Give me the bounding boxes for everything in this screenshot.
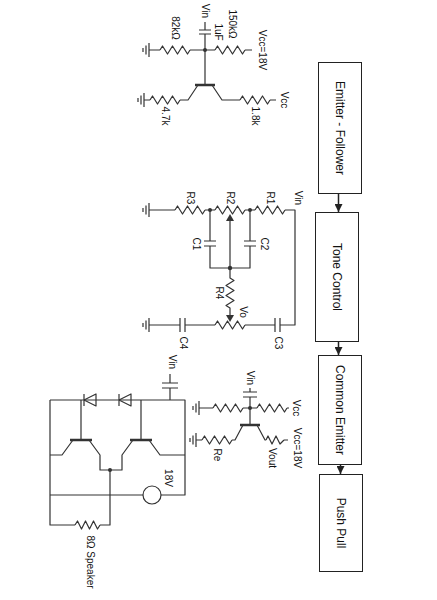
component-label: 18V <box>163 469 174 487</box>
transistor-base <box>70 439 152 442</box>
component-label: Vin <box>245 371 256 385</box>
component-label: R2 <box>225 192 236 205</box>
component-label: 1uF <box>213 23 224 40</box>
component-label: 82kΩ <box>170 16 181 40</box>
component-label: 1.8k <box>250 107 261 126</box>
resistor-symbol <box>202 436 232 444</box>
component-label: Vout <box>267 448 278 468</box>
component-label: Vin <box>200 4 211 18</box>
block-label: Push Pull <box>334 498 348 549</box>
wire <box>50 400 185 525</box>
resistor-symbol <box>175 206 205 214</box>
component-label: Vcc <box>291 400 302 417</box>
resistor-symbol <box>215 46 245 54</box>
component-label: Re <box>212 449 223 462</box>
component-label: R1 <box>265 192 276 205</box>
wire <box>155 210 295 325</box>
component-label: Vo <box>238 306 249 318</box>
component-label: 150kΩ <box>227 9 238 38</box>
flow-arrow <box>340 465 342 474</box>
resistor-symbol <box>160 46 190 54</box>
process-box: Push Pull <box>319 474 363 572</box>
ground-symbol <box>190 433 202 447</box>
resistor-symbol <box>257 404 287 412</box>
resistor-symbol <box>266 436 284 444</box>
component-label: R3 <box>185 192 196 205</box>
block-label: Tone Control <box>330 243 344 311</box>
capacitor-symbol <box>243 388 257 425</box>
potentiometer-symbol <box>215 206 245 214</box>
transistor-symbol <box>50 400 185 525</box>
component-label: C2 <box>259 238 270 251</box>
component-label: Vcc=18V <box>257 30 268 70</box>
block-label: Emitter - Follower <box>333 81 347 175</box>
junction-dot <box>248 406 252 410</box>
component-label: C3 <box>273 337 284 350</box>
process-box: Emitter - Follower <box>318 62 362 194</box>
component-label: 4.7k <box>160 107 171 126</box>
flow-arrow <box>338 194 340 212</box>
junction-dot <box>108 468 112 472</box>
component-label: Vcc <box>279 92 290 109</box>
component-label: C4 <box>178 337 189 350</box>
wiper <box>229 220 230 268</box>
capacitor-symbol <box>162 374 178 400</box>
ground-symbol <box>143 203 155 217</box>
wiper-arrow <box>226 315 234 322</box>
component-label: C1 <box>191 238 202 251</box>
battery-symbol <box>143 486 161 504</box>
resistor-symbol <box>150 96 180 104</box>
junction-dot <box>228 266 232 270</box>
transistor-base <box>195 84 215 87</box>
component-label: Vcc=18V <box>292 428 303 468</box>
transistor-symbol <box>232 425 288 440</box>
block-label: Common Emitter <box>333 365 347 455</box>
potentiometer-symbol <box>215 321 245 329</box>
resistor-symbol <box>213 404 243 412</box>
junction-dot <box>203 48 207 52</box>
resistor-symbol <box>255 206 285 214</box>
ground-symbol <box>138 93 150 107</box>
junction-dot <box>248 208 252 212</box>
component-label: Vin <box>293 191 304 205</box>
component-label: Vin <box>167 355 178 369</box>
resistor-symbol <box>226 268 234 316</box>
junction-dot <box>208 208 212 212</box>
resistor-symbol <box>75 521 100 529</box>
process-box: Common Emitter <box>318 355 362 465</box>
component-label: R4 <box>214 287 225 300</box>
ground-symbol <box>143 43 155 57</box>
capacitor-symbol <box>199 22 211 50</box>
flow-arrow <box>338 342 340 355</box>
process-box: Tone Control <box>315 212 359 342</box>
wiper-arrow <box>226 214 234 221</box>
capacitor-symbol <box>204 210 256 268</box>
diode-symbol <box>84 394 131 406</box>
component-label: 8Ω Speaker <box>85 535 96 588</box>
resistor-symbol <box>240 96 270 104</box>
ground-symbol <box>193 401 205 415</box>
ground-symbol <box>143 318 155 332</box>
